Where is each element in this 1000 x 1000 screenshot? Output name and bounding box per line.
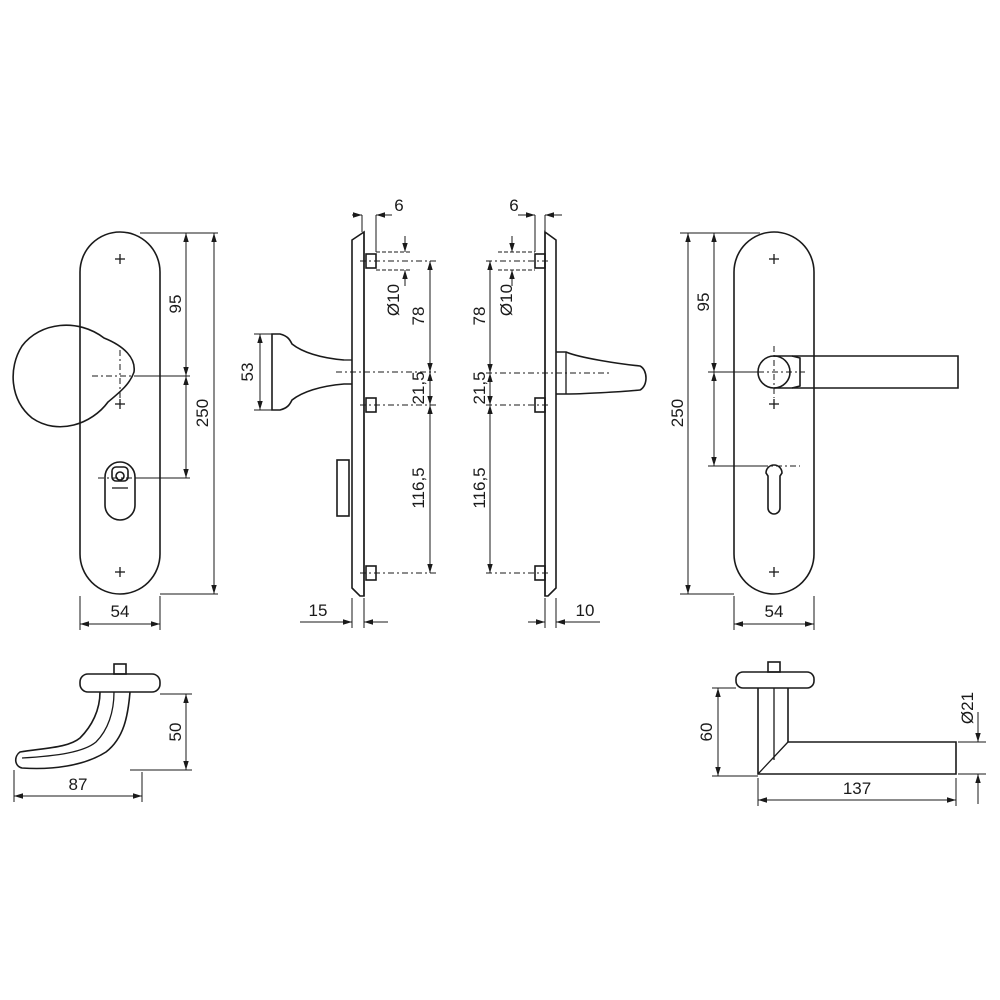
rosette-disc: [79, 673, 161, 693]
dim-label: Ø10: [497, 284, 516, 316]
cylinder-cutout: [98, 461, 142, 521]
dim-label: 95: [694, 293, 713, 312]
knob-side-view: 6 Ø10 78 21,5 116,5 53 15: [238, 196, 436, 628]
lever-profile: [556, 351, 647, 395]
dim-label: 53: [238, 363, 257, 382]
lever-side-view: 6 Ø10 78 21,5 116,5 10: [470, 196, 647, 628]
dim-label: 15: [309, 601, 328, 620]
dim-label: 10: [576, 601, 595, 620]
dim-label: Ø21: [958, 692, 977, 724]
knob-arm: [14, 691, 131, 770]
dim-label: 78: [470, 307, 489, 326]
knob-top-view: 50 87: [13, 663, 192, 802]
lever-arm: [757, 688, 957, 775]
dim-label: 78: [409, 307, 428, 326]
dim-label: 6: [394, 196, 403, 215]
dim-label: 50: [166, 723, 185, 742]
dim-label: 21,5: [409, 371, 428, 404]
knob-backplate: [79, 231, 161, 595]
lever-front-view: 95 250 54: [668, 231, 959, 630]
dim-label: 116,5: [409, 467, 428, 508]
screw-mark: [769, 254, 779, 577]
lever-backplate: [733, 231, 815, 595]
rosette-disc: [735, 671, 815, 689]
lever-top-view: 60 137 Ø21: [697, 661, 986, 806]
dim-label: 54: [111, 602, 130, 621]
cylinder-keyhole: [748, 464, 800, 515]
dim-label: Ø10: [384, 284, 403, 316]
knob-rosette: [12, 324, 135, 428]
plate-profile: [544, 230, 557, 597]
dim-label: 137: [843, 779, 871, 798]
plate-profile: [351, 230, 365, 597]
dim-label: 87: [69, 775, 88, 794]
dim-label: 60: [697, 723, 716, 742]
dim-label: 116,5: [470, 467, 489, 508]
dim-label: 95: [166, 295, 185, 314]
dim-label: 54: [765, 602, 784, 621]
dim-label: 21,5: [470, 371, 489, 404]
dim-label: 250: [193, 399, 212, 427]
dim-label: 250: [668, 399, 687, 427]
knob-front-view: 95 250 54: [12, 231, 218, 630]
screw-mark: [115, 254, 125, 577]
dim-label: 6: [509, 196, 518, 215]
